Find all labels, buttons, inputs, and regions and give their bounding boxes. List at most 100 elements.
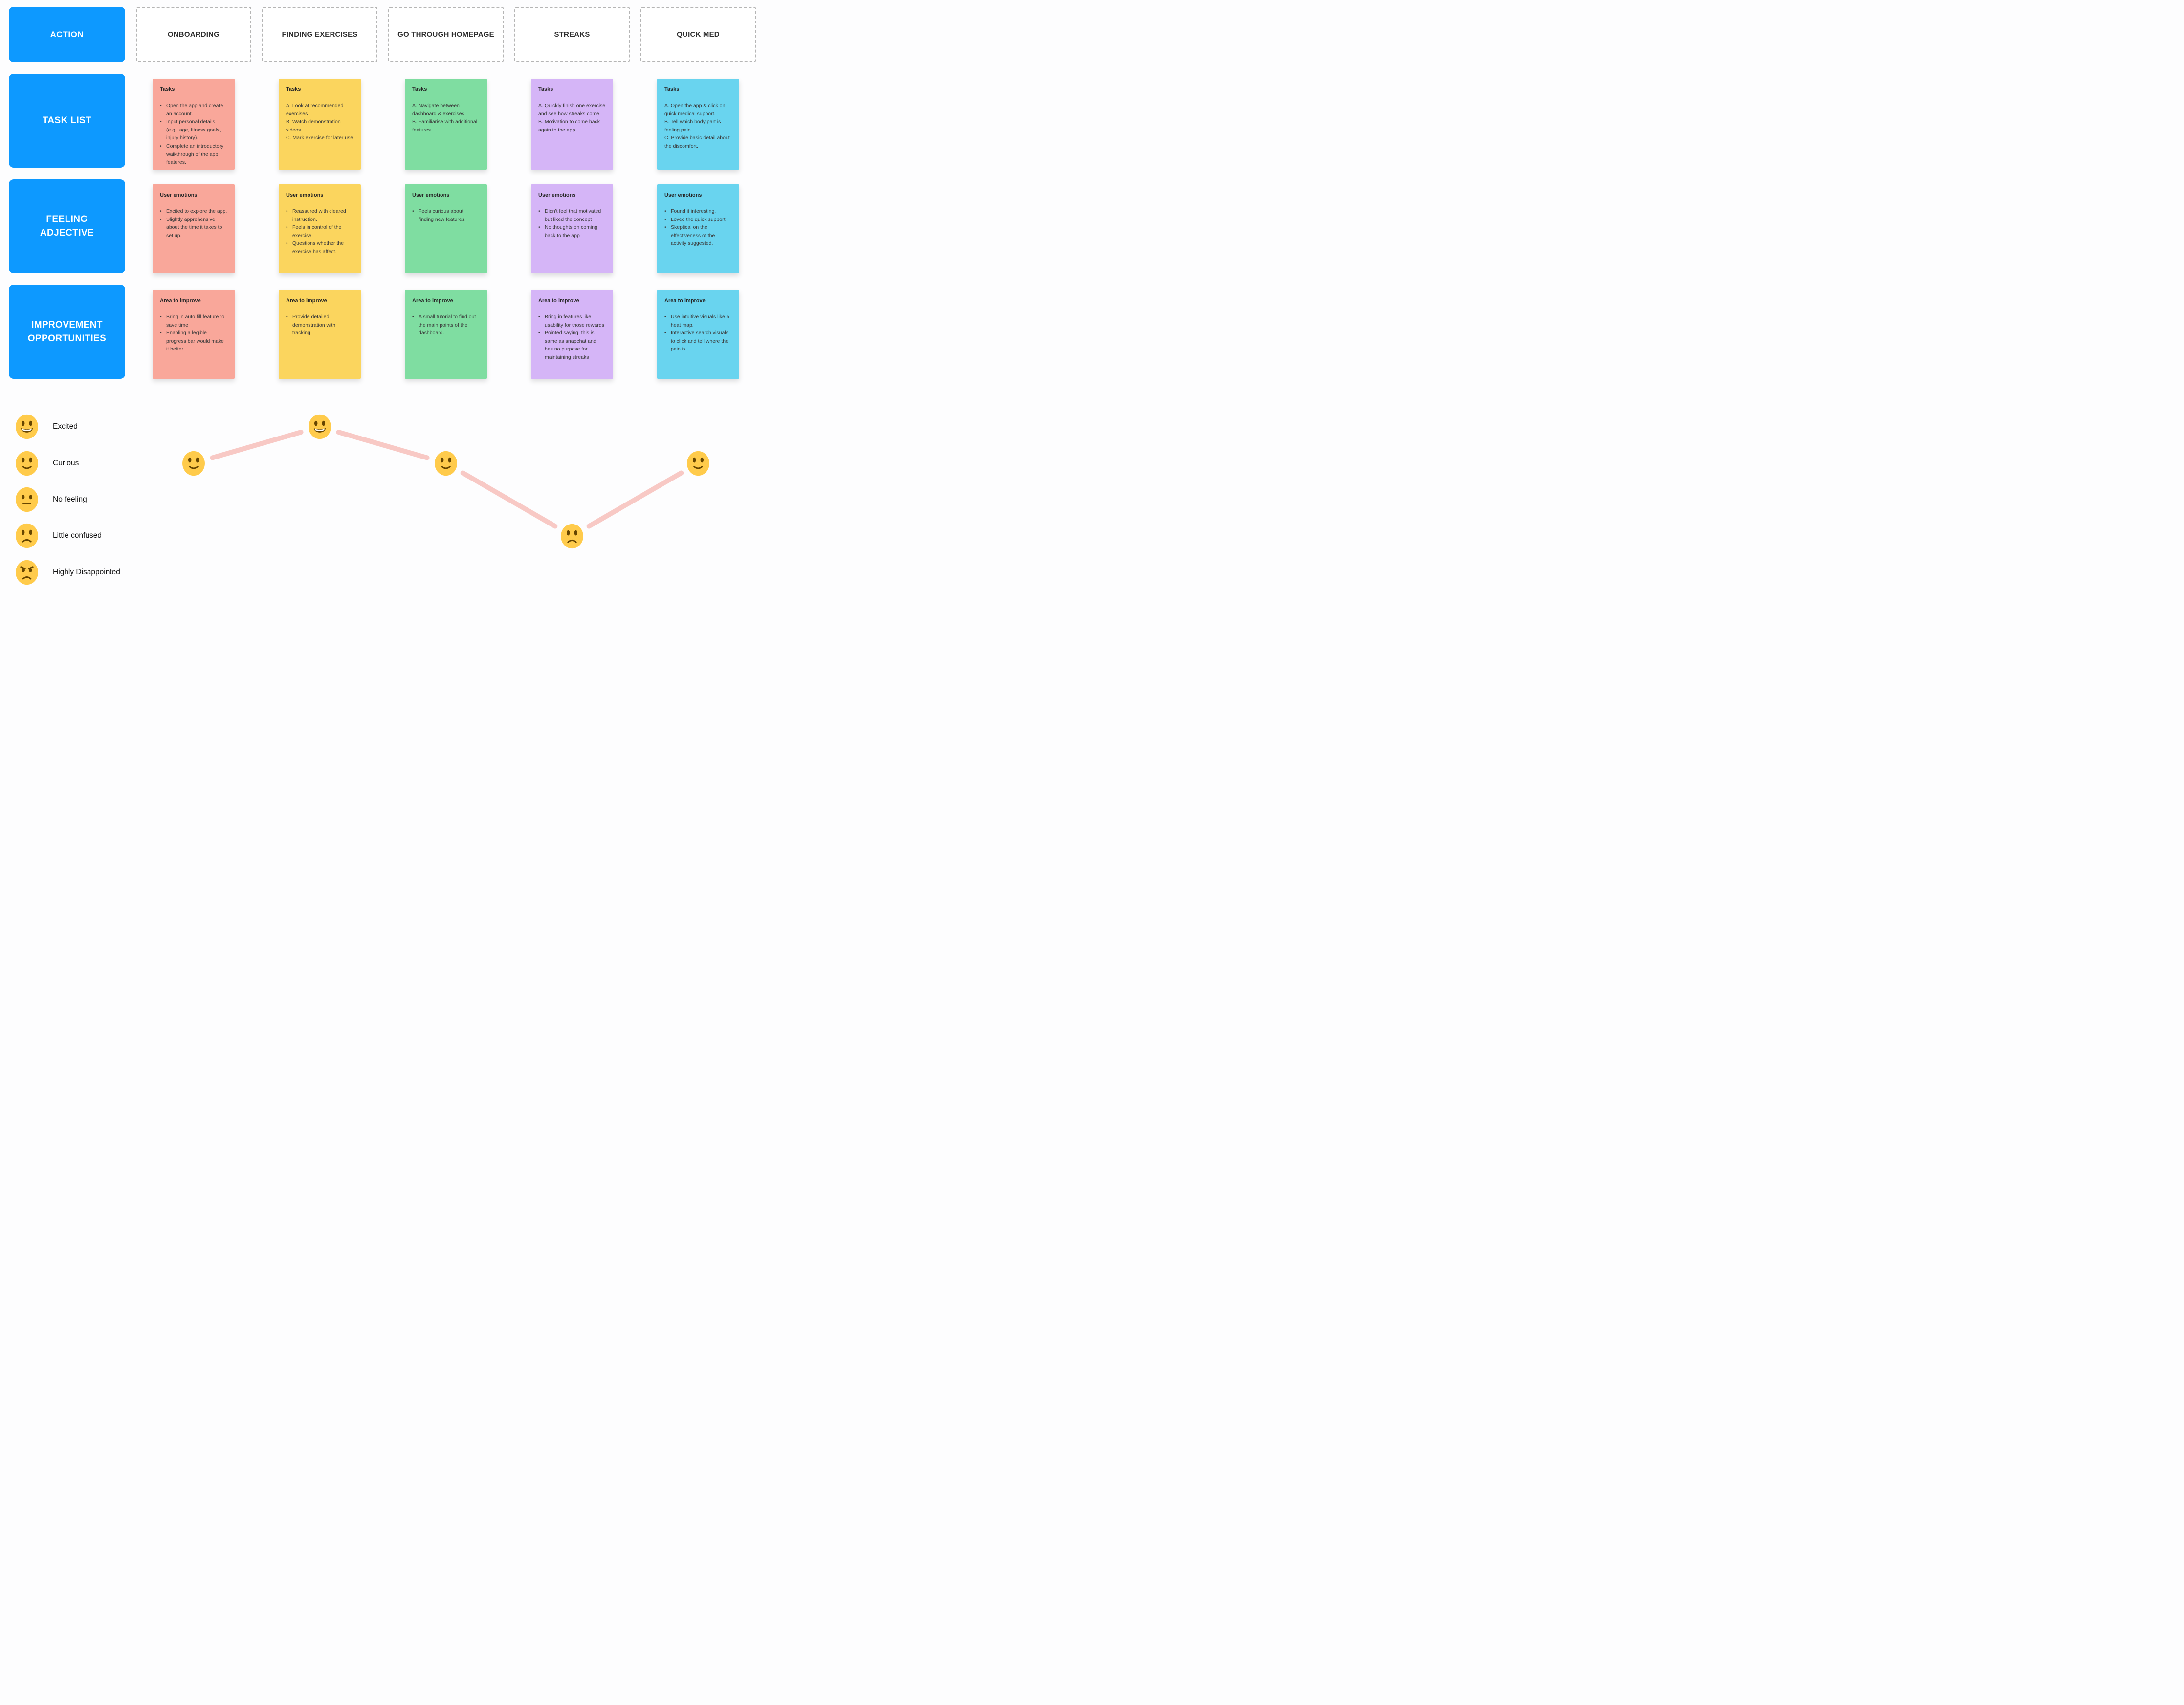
frown-emoji-chart-point[interactable]: [559, 523, 585, 550]
row-label-feeling-adjective[interactable]: FEELING ADJECTIVE: [9, 179, 125, 273]
note-title: Area to improve: [286, 298, 327, 304]
slight-smile-emoji-icon[interactable]: [14, 450, 40, 477]
legend-label[interactable]: No feeling: [53, 495, 87, 503]
sticky-note-onboarding-tasks[interactable]: Tasks •Open the app and create an accoun…: [153, 79, 235, 170]
legend-label[interactable]: Curious: [53, 459, 79, 467]
note-title: Tasks: [160, 87, 175, 92]
note-body: A. Quickly finish one exercise and see h…: [538, 102, 606, 134]
sticky-note-onboarding-improvements[interactable]: Area to improve •Bring in auto fill feat…: [153, 290, 235, 379]
legend-label[interactable]: Excited: [53, 422, 78, 431]
frown-emoji-icon[interactable]: [14, 522, 40, 549]
note-bullet-item: •Slightly apprehensive about the time it…: [160, 216, 222, 239]
sticky-note-onboarding-emotions[interactable]: User emotions •Excited to explore the ap…: [153, 184, 235, 273]
smile-emoji-chart-point[interactable]: [433, 450, 459, 477]
legend-item-curious: Curious: [14, 450, 79, 477]
note-bullet-item: •Open the app and create an account.: [160, 103, 223, 117]
note-bullet-item: •Skeptical on the effectiveness of the a…: [664, 224, 715, 247]
stage-header-finding-exercises[interactable]: FINDING EXERCISES: [262, 7, 377, 62]
note-bullet-item: •Found it interesting.: [664, 208, 716, 214]
sticky-note-streaks-improvements[interactable]: Area to improve •Bring in features like …: [531, 290, 613, 379]
note-title: Tasks: [412, 87, 427, 92]
sticky-note-finding-exercises-improvements[interactable]: Area to improve •Provide detailed demons…: [279, 290, 361, 379]
angry-emoji-icon[interactable]: [14, 559, 40, 586]
row-label-improvement-opportunities[interactable]: IMPROVEMENT OPPORTUNITIES: [9, 285, 125, 379]
note-body: •A small tutorial to find out the main p…: [412, 313, 480, 337]
sticky-note-homepage-improvements[interactable]: Area to improve •A small tutorial to fin…: [405, 290, 487, 379]
note-bullet-item: •A small tutorial to find out the main p…: [412, 314, 476, 336]
note-bullet-item: •Bring in features like usability for th…: [538, 314, 604, 328]
note-title: User emotions: [286, 192, 324, 198]
sticky-note-streaks-tasks[interactable]: Tasks A. Quickly finish one exercise and…: [531, 79, 613, 170]
note-line: B. Motivation to come back again to the …: [538, 119, 600, 133]
note-bullet-item: •Enabling a legible progress bar would m…: [160, 330, 224, 352]
note-body: A. Open the app & click on quick medical…: [664, 102, 732, 151]
sticky-note-streaks-emotions[interactable]: User emotions •Didn't feel that motivate…: [531, 184, 613, 273]
note-line: B. Watch demonstration videos: [286, 119, 341, 133]
note-bullet-item: •No thoughts on coming back to the app: [538, 224, 597, 239]
note-title: Area to improve: [412, 298, 453, 304]
excited-emoji-icon[interactable]: [14, 413, 40, 440]
stage-header-onboarding[interactable]: ONBOARDING: [136, 7, 251, 62]
sticky-note-quick-med-improvements[interactable]: Area to improve •Use intuitive visuals l…: [657, 290, 739, 379]
note-body: •Provide detailed demonstration with tra…: [286, 313, 353, 337]
sticky-note-finding-exercises-emotions[interactable]: User emotions •Reassured with cleared in…: [279, 184, 361, 273]
stage-header-quick-med[interactable]: QUICK MED: [640, 7, 756, 62]
legend-item-no-feeling: No feeling: [14, 486, 87, 513]
note-title: Area to improve: [538, 298, 579, 304]
note-line: C. Provide basic detail about the discom…: [664, 135, 730, 149]
note-body: •Reassured with cleared instruction.•Fee…: [286, 207, 353, 256]
journey-matrix: ACTION ONBOARDING FINDING EXERCISES GO T…: [9, 7, 756, 379]
note-line: B. Familiarise with additional features: [412, 119, 478, 133]
stage-header-go-through-homepage[interactable]: GO THROUGH HOMEPAGE: [388, 7, 504, 62]
note-line: A. Navigate between dashboard & exercise…: [412, 103, 464, 117]
note-body: •Didn't feel that motivated but liked th…: [538, 207, 606, 240]
legend-label[interactable]: Highly Disappointed: [53, 568, 120, 576]
excited-emoji-chart-point[interactable]: [307, 413, 332, 440]
note-bullet-item: •Bring in auto fill feature to save time: [160, 314, 225, 328]
note-bullet-item: •Loved the quick support: [664, 216, 726, 222]
note-line: A. Quickly finish one exercise and see h…: [538, 103, 606, 117]
note-body: •Feels curious about finding new feature…: [412, 207, 480, 223]
note-body: •Open the app and create an account. •Inp…: [160, 102, 227, 167]
neutral-emoji-icon[interactable]: [14, 486, 40, 513]
legend-item-little-confused: Little confused: [14, 522, 102, 549]
sticky-note-homepage-tasks[interactable]: Tasks A. Navigate between dashboard & ex…: [405, 79, 487, 170]
note-title: User emotions: [412, 192, 450, 198]
note-bullet-item: •Interactive search visuals to click and…: [664, 330, 728, 352]
stage-header-streaks[interactable]: STREAKS: [514, 7, 630, 62]
legend-item-highly-disappointed: Highly Disappointed: [14, 559, 120, 586]
note-line: B. Tell which body part is feeling pain: [664, 119, 721, 133]
action-header-box[interactable]: ACTION: [9, 7, 125, 62]
sticky-note-quick-med-tasks[interactable]: Tasks A. Open the app & click on quick m…: [657, 79, 739, 170]
note-title: Area to improve: [160, 298, 201, 304]
note-title: Tasks: [286, 87, 301, 92]
note-body: •Found it interesting. •Loved the quick s…: [664, 207, 732, 248]
row-label-task-list[interactable]: TASK LIST: [9, 74, 125, 168]
note-title: Tasks: [664, 87, 680, 92]
legend-label[interactable]: Little confused: [53, 531, 102, 540]
note-line: C. Mark exercise for later use: [286, 135, 353, 141]
note-bullet-item: •Complete an introductory walkthrough of…: [160, 143, 224, 166]
legend-item-excited: Excited: [14, 413, 78, 440]
note-title: User emotions: [160, 192, 198, 198]
sticky-note-quick-med-emotions[interactable]: User emotions •Found it interesting. •Lov…: [657, 184, 739, 273]
note-bullet-item: •Input personal details (e.g., age, fitn…: [160, 119, 221, 141]
note-bullet-item: •Feels curious about finding new feature…: [412, 208, 466, 222]
note-bullet-item: •Questions whether the exercise has affe…: [286, 240, 344, 255]
note-bullet-item: •Didn't feel that motivated but liked th…: [538, 208, 601, 222]
note-title: Area to improve: [664, 298, 706, 304]
note-bullet-item: •Pointed saying. this is same as snapcha…: [538, 330, 596, 360]
sticky-note-homepage-emotions[interactable]: User emotions •Feels curious about findi…: [405, 184, 487, 273]
note-body: •Bring in auto fill feature to save time…: [160, 313, 227, 353]
note-bullet-item: •Use intuitive visuals like a heat map.: [664, 314, 729, 328]
note-bullet-item: •Excited to explore the app.: [160, 208, 227, 214]
note-body: •Excited to explore the app. •Slightly ap…: [160, 207, 227, 240]
smile-emoji-chart-point[interactable]: [181, 450, 206, 477]
journey-map-board: ACTION ONBOARDING FINDING EXERCISES GO T…: [0, 0, 767, 598]
note-title: User emotions: [664, 192, 702, 198]
smile-emoji-chart-point[interactable]: [685, 450, 711, 477]
note-bullet-item: •Reassured with cleared instruction.: [286, 208, 346, 222]
note-bullet-item: •Provide detailed demonstration with tra…: [286, 314, 336, 336]
